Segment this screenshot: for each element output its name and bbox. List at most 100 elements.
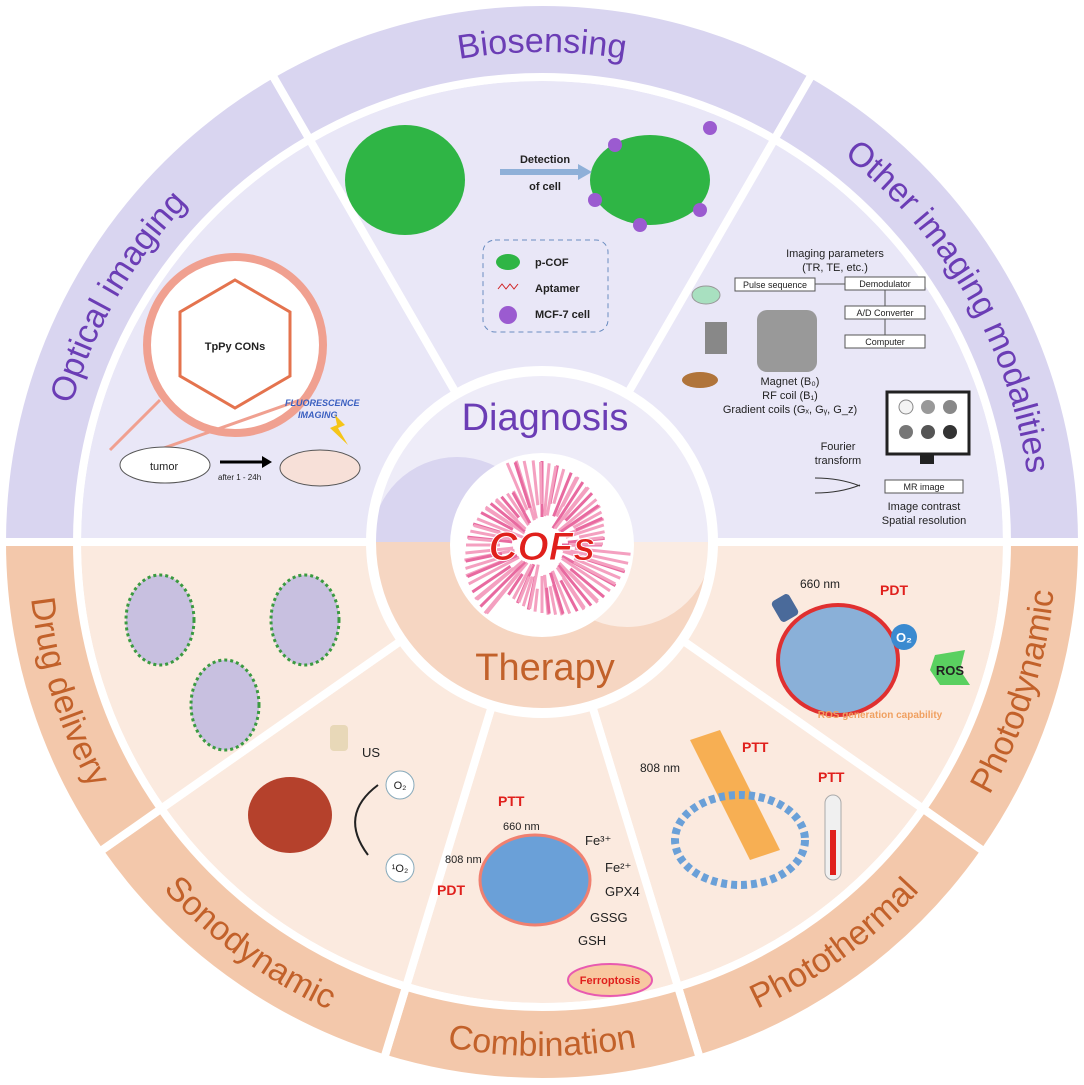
arrow-icon [814,477,861,494]
cof-framework-icon [478,833,592,927]
burst-ray [552,472,573,517]
cof-burst-icon [464,460,631,616]
burst-ray [555,476,578,518]
burst-ray [572,510,603,529]
burst-ray [549,572,565,615]
burst-ray [500,495,521,519]
o2-bubble [385,770,415,800]
burst-ray [557,498,598,533]
laser-icon [771,594,799,622]
cof-framework-icon [776,603,900,717]
808nm-label: 808 nm [640,761,680,775]
legend-mcf7: MCF-7 cell [535,309,590,321]
magnet-label: Magnet (B₀) [761,376,820,388]
rf-coil-label: RF coil (B₁) [762,390,818,402]
ros-burst [930,650,970,685]
burst-ray [511,491,532,524]
burst-ray [575,516,603,532]
computer-box: Computer [865,337,905,347]
burst-ray [551,481,585,530]
params-sub-label: (TR, TE, etc.) [802,262,868,274]
burst-ray [522,460,538,519]
tumor-label: tumor [150,461,178,473]
burst-ray [468,537,500,543]
burst-ray [494,499,527,531]
legend-box [482,239,609,333]
mouse-icon [682,372,718,388]
dish-icon [691,285,721,305]
burst-ray [505,462,529,511]
burst-ray [559,504,600,534]
ros-label: ROS [936,663,965,678]
section-label-biosensing[interactable]: Biosensing [455,22,630,67]
sonodynamic-panel: US O₂ ¹O₂ [248,725,415,883]
p-cof-cluster [345,125,465,235]
photodynamic-panel: 660 nm PDT O₂ ROS ROS generation capabil… [771,577,970,721]
burst-ray [513,461,532,509]
burst-ray [480,511,514,531]
ros-caption: ROS generation capability [818,710,943,721]
burst-ray [568,542,604,547]
ad-converter-box: A/D Converter [856,308,913,318]
burst-ray [485,572,521,615]
o2-bubble [891,624,917,650]
mri-panel: Imaging parameters (TR, TE, etc.) Pulse … [682,248,971,527]
burst-ray [573,557,621,580]
808nm-label: 808 nm [445,854,482,866]
singlet-o2-bubble [385,853,415,883]
cons-label: TpPy CONs [205,341,266,353]
burst-ray [465,546,514,555]
burst-ray [561,557,611,593]
pulse-sequence-box: Pulse sequence [743,280,807,290]
biosensing-panel: Detection of cell p-COF Aptamer MCF-7 ce… [345,121,717,333]
diagnosis-label: Diagnosis [462,397,629,439]
nanoparticle-icon [269,573,341,667]
us-label: US [362,745,380,760]
params-label: Imaging parameters [786,248,884,260]
legend-pcof: p-COF [535,257,569,269]
of-cell-label: of cell [529,181,561,193]
burst-ray [476,517,525,539]
burst-ray [580,535,604,542]
p-cof-cluster-bound [590,135,710,225]
burst-ray [548,585,558,615]
burst-ray [562,549,625,572]
burst-ray [565,523,605,539]
burst-ray [552,468,566,505]
cons-structure [178,278,292,410]
660nm-label: 660 nm [800,577,840,591]
burst-ray [543,463,551,517]
ring-segment-drug[interactable] [0,538,167,858]
contrast-label: Image contrast [888,501,961,513]
mr-image-box: MR image [903,482,944,492]
burst-ray [564,492,594,522]
burst-ray [466,554,518,579]
burst-ray [567,570,599,602]
burst-ray [578,530,605,539]
burst-ray [468,555,520,586]
660nm-label: 660 nm [503,821,540,833]
burst-ray [573,560,616,586]
ptt-label: PTT [742,739,769,755]
optical-imaging-panel: TpPy CONs tumor after 1 - 24h FLUORESCEN… [108,253,361,487]
burst-ray [470,529,512,541]
burst-ray [569,567,606,599]
burst-ray [557,564,593,607]
burst-ray [484,507,515,528]
burst-ray [473,523,512,538]
pdt-label: PDT [880,582,908,598]
burst-ray [531,460,540,506]
burst-ray [555,566,586,609]
burst-ray [559,579,579,612]
time-label: after 1 - 24h [218,473,261,482]
burst-ray [574,546,631,556]
burst-ray [506,492,530,526]
transform-label: transform [815,455,861,467]
burst-ray [489,502,526,533]
lightning-icon [330,415,348,445]
fe3-label: Fe³⁺ [585,833,611,848]
fluorescence-label: FLUORESCENCE [285,398,361,408]
burst-ray [545,465,558,516]
gsh-label: GSH [578,933,606,948]
